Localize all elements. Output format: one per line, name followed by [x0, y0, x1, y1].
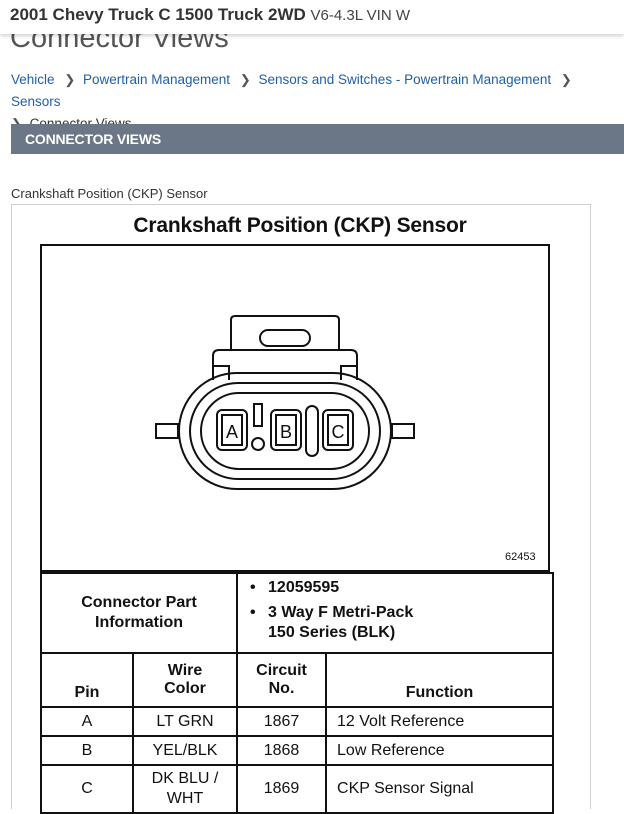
part-number: 12059595 — [250, 578, 552, 598]
figure-caption: Crankshaft Position (CKP) Sensor — [11, 186, 208, 201]
function-cell: 12 Volt Reference — [325, 706, 555, 737]
header-circuit-line2: No. — [268, 680, 295, 697]
connector-drawing: A B C — [155, 315, 415, 490]
header-wire-color: Wire Color — [131, 652, 239, 708]
cavity-b-frame — [270, 409, 302, 451]
wire-color-line2: WHT — [166, 790, 204, 807]
part-info-label: Connector Part Information — [39, 572, 239, 654]
cavity-a-frame — [216, 409, 248, 451]
polarizing-key — [253, 403, 263, 427]
terminal-lock — [251, 437, 265, 451]
figure-number: 62453 — [505, 551, 536, 563]
cavity-label-b: B — [280, 422, 292, 442]
circuit-cell: 1869 — [236, 764, 328, 814]
header-wire-line2: Color — [164, 680, 206, 697]
header-pin: Pin — [40, 652, 134, 708]
table-row: C DK BLU / WHT 1869 CKP Sensor Signal — [40, 764, 555, 814]
breadcrumb-sensors[interactable]: Sensors — [11, 94, 61, 109]
wire-color-cell: DK BLU / WHT — [131, 764, 239, 814]
connector-latch — [230, 315, 340, 350]
chevron-right-icon: ❯ — [239, 72, 251, 87]
table-row: B YEL/BLK 1868 Low Reference — [40, 735, 555, 766]
vehicle-header: 2001 Chevy Truck C 1500 Truck 2WD V6-4.3… — [0, 0, 624, 34]
chevron-right-icon: ❯ — [560, 72, 572, 87]
wire-color-cell: YEL/BLK — [131, 735, 239, 766]
part-info-row: Connector Part Information 12059595 3 Wa… — [39, 572, 555, 654]
circuit-cell: 1868 — [236, 735, 328, 766]
header-wire-line1: Wire — [167, 662, 203, 679]
cavity-c — [327, 414, 349, 446]
function-cell: CKP Sensor Signal — [325, 764, 555, 814]
pin-table-header: Pin Wire Color Circuit No. Function — [40, 652, 555, 708]
cavity-a — [221, 414, 243, 446]
latch-slot — [259, 329, 311, 347]
figure-title: Crankshaft Position (CKP) Sensor — [133, 214, 467, 237]
connector-face — [200, 392, 370, 470]
connector-shoulder — [212, 349, 358, 380]
vehicle-engine: V6-4.3L VIN W — [310, 7, 410, 24]
wire-color-cell: LT GRN — [131, 706, 239, 737]
connector-right-tab — [391, 423, 415, 439]
part-description-line1: 3 Way F Metri-Pack — [268, 604, 414, 621]
part-info-values: 12059595 3 Way F Metri-Pack 150 Series (… — [236, 572, 555, 654]
cavity-b — [275, 414, 297, 446]
table-row: A LT GRN 1867 12 Volt Reference — [40, 706, 555, 737]
section-header: CONNECTOR VIEWS — [11, 124, 624, 154]
circuit-cell: 1867 — [236, 706, 328, 737]
cavity-c-frame — [322, 409, 354, 451]
wire-color-line1: DK BLU / — [151, 770, 219, 787]
part-info-label-line1: Connector Part — [81, 594, 197, 611]
divider-rib — [305, 405, 319, 457]
part-description: 3 Way F Metri-Pack 150 Series (BLK) — [250, 603, 552, 643]
vehicle-name: 2001 Chevy Truck C 1500 Truck 2WD — [10, 5, 306, 24]
vehicle-title[interactable]: 2001 Chevy Truck C 1500 Truck 2WD V6-4.3… — [10, 5, 410, 25]
connector-diagram: A B C — [40, 244, 550, 572]
header-circuit-line1: Circuit — [256, 662, 307, 679]
connector-left-tab — [155, 423, 179, 439]
pin-cell: A — [40, 706, 134, 737]
part-description-line2: 150 Series (BLK) — [268, 624, 396, 641]
breadcrumb-powertrain-management[interactable]: Powertrain Management — [82, 72, 231, 87]
cavity-label-c: C — [332, 422, 345, 442]
header-circuit-no: Circuit No. — [236, 652, 328, 708]
header-function: Function — [325, 652, 555, 708]
breadcrumb-sensors-and-switches[interactable]: Sensors and Switches - Powertrain Manage… — [258, 72, 552, 87]
part-info-label-line2: Information — [95, 614, 183, 631]
cavity-label-a: A — [226, 422, 238, 442]
section-title: CONNECTOR VIEWS — [25, 131, 161, 147]
connector-inner-shell — [189, 382, 381, 480]
chevron-right-icon: ❯ — [11, 116, 22, 131]
function-cell: Low Reference — [325, 735, 555, 766]
pin-cell: C — [40, 764, 134, 814]
breadcrumb-vehicle[interactable]: Vehicle — [11, 72, 55, 87]
connector-info-table: Connector Part Information 12059595 3 Wa… — [39, 572, 555, 814]
pin-cell: B — [40, 735, 134, 766]
chevron-right-icon: ❯ — [64, 72, 76, 87]
